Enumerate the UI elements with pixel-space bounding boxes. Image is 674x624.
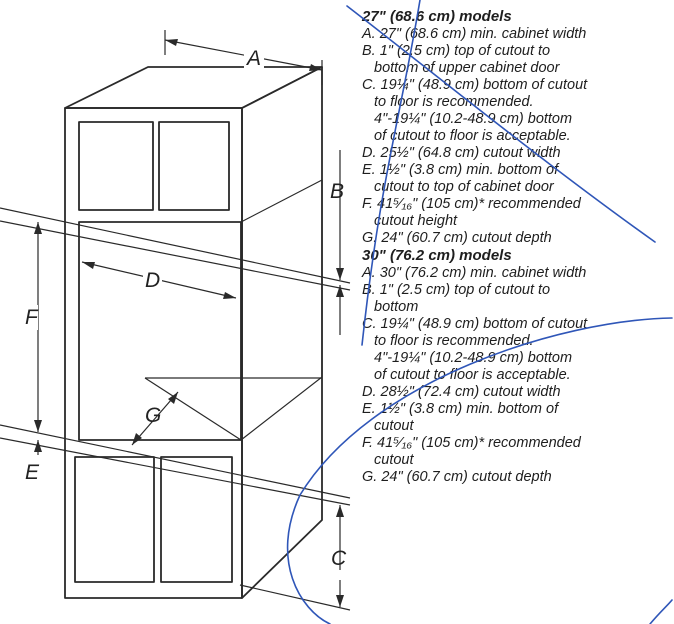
spec-line: of cutout to floor is acceptable. bbox=[374, 128, 571, 144]
spec-line: bottom of upper cabinet door bbox=[374, 60, 560, 76]
dimension-label-f: F bbox=[25, 305, 38, 330]
spec-line: C. 19¼" (48.9 cm) bottom of cutout bbox=[362, 77, 588, 93]
section-30-models: 30" (76.2 cm) models A. 30" (76.2 cm) mi… bbox=[362, 247, 672, 486]
spec-line: E. 1½" (3.8 cm) min. bottom of bbox=[362, 162, 559, 178]
spec-item-b: B. 1" (2.5 cm) top of cutout to bottom o… bbox=[362, 43, 672, 77]
spec-line: D. 28½" (72.4 cm) cutout width bbox=[362, 384, 561, 400]
spec-line: bottom bbox=[374, 299, 419, 315]
section-heading: 30" (76.2 cm) models bbox=[362, 247, 512, 264]
spec-item-e: E. 1½" (3.8 cm) min. bottom of cutout bbox=[362, 401, 672, 435]
spec-line: to floor is recommended. bbox=[374, 333, 534, 349]
dimension-label-c: C bbox=[331, 547, 347, 570]
spec-line: B. 1" (2.5 cm) top of cutout to bbox=[362, 282, 551, 298]
lower-door-left bbox=[74, 456, 155, 583]
spec-item-c: C. 19¼" (48.9 cm) bottom of cutout to fl… bbox=[362, 316, 672, 384]
cabinet-side bbox=[241, 66, 323, 599]
spec-line: F. 41⁵⁄₁₆" (105 cm)* recommended bbox=[362, 196, 581, 212]
spec-item-e: E. 1½" (3.8 cm) min. bottom of cutout to… bbox=[362, 162, 672, 196]
spec-list: A. 27" (68.6 cm) min. cabinet width B. 1… bbox=[362, 26, 672, 247]
spec-item-d: D. 25½" (64.8 cm) cutout width bbox=[362, 145, 672, 162]
spec-line: B. 1" (2.5 cm) top of cutout to bbox=[362, 43, 551, 59]
upper-door-left bbox=[78, 121, 154, 211]
lower-door-right bbox=[160, 456, 233, 583]
spec-list: A. 30" (76.2 cm) min. cabinet width B. 1… bbox=[362, 265, 672, 486]
dimension-label-b: B bbox=[330, 180, 345, 203]
spec-item-d: D. 28½" (72.4 cm) cutout width bbox=[362, 384, 672, 401]
spec-line: C. 19¼" (48.9 cm) bottom of cutout bbox=[362, 316, 588, 332]
spec-line: A. 27" (68.6 cm) min. cabinet width bbox=[362, 26, 587, 42]
spec-text-column: 27" (68.6 cm) models A. 27" (68.6 cm) mi… bbox=[362, 8, 672, 486]
spec-item-a: A. 27" (68.6 cm) min. cabinet width bbox=[362, 26, 672, 43]
dimension-label-a: A bbox=[244, 48, 265, 69]
section-heading: 27" (68.6 cm) models bbox=[362, 8, 512, 25]
dimension-label-g: G bbox=[145, 404, 162, 427]
spec-line: to floor is recommended. bbox=[374, 94, 534, 110]
dimension-a-line bbox=[164, 39, 323, 71]
spec-line: 4"-19¼" (10.2-48.9 cm) bottom bbox=[374, 111, 573, 127]
dimension-label-e: E bbox=[25, 461, 40, 484]
spec-line: G. 24" (60.7 cm) cutout depth bbox=[362, 230, 552, 246]
upper-door-right bbox=[158, 121, 230, 211]
spec-item-b: B. 1" (2.5 cm) top of cutout to bottom bbox=[362, 282, 672, 316]
spec-line: cutout bbox=[374, 418, 414, 434]
spec-item-g: G. 24" (60.7 cm) cutout depth bbox=[362, 469, 672, 486]
spec-item-f: F. 41⁵⁄₁₆" (105 cm)* recommended cutout bbox=[362, 435, 672, 469]
spec-line: A. 30" (76.2 cm) min. cabinet width bbox=[362, 265, 587, 281]
spec-line: cutout bbox=[374, 452, 414, 468]
spec-item-f: F. 41⁵⁄₁₆" (105 cm)* recommended cutout … bbox=[362, 196, 672, 230]
spec-line: D. 25½" (64.8 cm) cutout width bbox=[362, 145, 561, 161]
spec-line: of cutout to floor is acceptable. bbox=[374, 367, 571, 383]
spec-line: cutout to top of cabinet door bbox=[374, 179, 554, 195]
spec-item-c: C. 19¼" (48.9 cm) bottom of cutout to fl… bbox=[362, 77, 672, 145]
spec-line: G. 24" (60.7 cm) cutout depth bbox=[362, 469, 552, 485]
spec-line: E. 1½" (3.8 cm) min. bottom of bbox=[362, 401, 559, 417]
spec-line: 4"-19¼" (10.2-48.9 cm) bottom bbox=[374, 350, 573, 366]
spec-line: F. 41⁵⁄₁₆" (105 cm)* recommended bbox=[362, 435, 581, 451]
spec-line: cutout height bbox=[374, 213, 458, 229]
cutout-interior bbox=[240, 179, 323, 441]
spec-item-g: G. 24" (60.7 cm) cutout depth bbox=[362, 230, 672, 247]
spec-item-a: A. 30" (76.2 cm) min. cabinet width bbox=[362, 265, 672, 282]
dimension-label-d: D bbox=[143, 269, 163, 292]
section-27-models: 27" (68.6 cm) models A. 27" (68.6 cm) mi… bbox=[362, 8, 672, 247]
